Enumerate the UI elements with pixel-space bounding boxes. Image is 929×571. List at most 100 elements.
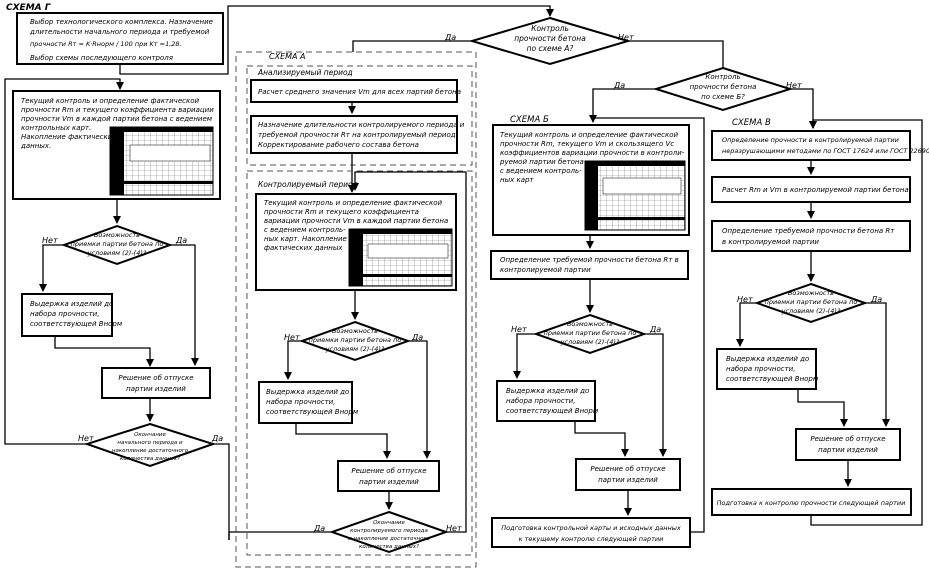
scheme-v-d1-yes: Да xyxy=(870,295,882,304)
scheme-g-box2-line1: Текущий контроль и определение фактическ… xyxy=(21,97,199,105)
decision-scheme-b-yes: Да xyxy=(613,81,625,90)
scheme-v-box3-line2: в контролируемой партии xyxy=(722,238,819,246)
scheme-a-d2-line2: контролируемого периода xyxy=(350,528,428,534)
scheme-a-box-release xyxy=(337,460,440,492)
scheme-b-box1-line5: с ведением контроль- xyxy=(500,167,582,175)
scheme-b-box1-line3: коэффициентов вариации прочности в контр… xyxy=(500,149,685,157)
scheme-v-d1-line3: условиям (2)-(4)? xyxy=(781,307,841,315)
scheme-g-box3-line1: Выдержка изделий до xyxy=(30,300,113,308)
scheme-g-box-selection xyxy=(16,12,224,65)
connector-b-no xyxy=(790,88,817,129)
scheme-b-decision-acceptance xyxy=(532,313,648,355)
scheme-a-box3-line5: ных карт. Накопление xyxy=(264,235,347,243)
scheme-g-d1-yes: Да xyxy=(175,236,187,245)
scheme-g-d1-line3: условиям (2)-(4)? xyxy=(87,249,147,257)
scheme-v-box6-line1: Подготовка к контролю прочности следующе… xyxy=(717,499,906,507)
scheme-b-box-release xyxy=(575,458,681,491)
scheme-a-decision-acceptance xyxy=(299,320,411,362)
connector-b-d1-no xyxy=(513,333,536,379)
scheme-a-container xyxy=(235,51,477,568)
scheme-g-box2-line6: данных. xyxy=(20,142,51,150)
scheme-g-box-hold xyxy=(21,293,113,337)
connector-b-loop xyxy=(589,115,705,533)
scheme-a-box3-line2: прочности Rm и текущего коэффициента xyxy=(264,208,419,216)
control-chart-thumbnail-g xyxy=(109,126,214,196)
scheme-b-box4-line2: партии изделий xyxy=(598,476,658,484)
scheme-b-d1-yes: Да xyxy=(649,325,661,334)
connector-g-d2-yes xyxy=(213,443,230,540)
scheme-v-box5-line1: Решение об отпуске xyxy=(810,435,885,443)
connector-top-yes xyxy=(352,40,472,52)
scheme-g-title: СХЕМА Г xyxy=(6,3,52,13)
scheme-v-decision-acceptance xyxy=(753,282,869,324)
scheme-v-box-hold xyxy=(716,348,817,390)
connector-g-d1-no xyxy=(39,244,64,292)
scheme-g-d2-line4: количества данных? xyxy=(120,456,180,462)
scheme-b-box3-line3: соответствующей Bнорм xyxy=(506,407,599,415)
control-chart-thumbnail-a xyxy=(348,228,453,287)
scheme-a-box2-line1: Назначение длительности контролируемого … xyxy=(258,121,465,129)
scheme-a-control-period xyxy=(246,170,473,556)
scheme-g-box-release xyxy=(101,367,211,399)
connector-a-d2-yes xyxy=(228,531,332,540)
scheme-g-d2-line1: Окончание xyxy=(134,432,166,438)
connector-g-d1-yes xyxy=(170,244,199,366)
scheme-v-d1-line1: Возможность xyxy=(788,289,834,297)
decision-scheme-a-no: Нет xyxy=(618,33,634,42)
scheme-a-d2-line3: и накопление достаточного xyxy=(348,536,430,542)
scheme-a-analysis-label: Анализируемый период xyxy=(257,68,353,77)
connector-b-box3 xyxy=(574,421,629,457)
decision-scheme-a-yes: Да xyxy=(444,33,456,42)
scheme-g-decision-acceptance xyxy=(61,224,173,266)
scheme-v-d1-no: Нет xyxy=(737,295,753,304)
scheme-a-box-mean xyxy=(250,79,458,103)
scheme-g-box3-line2: набора прочности, xyxy=(30,310,99,318)
scheme-b-box1-line1: Текущий контроль и определение фактическ… xyxy=(500,131,678,139)
scheme-b-d1-line2: приемки партии бетона по xyxy=(544,329,637,337)
connector-a-d1-no xyxy=(284,340,302,380)
scheme-a-box2-line3: Корректирование рабочего состава бетона xyxy=(258,141,419,149)
scheme-v-box4-line2: набора прочности, xyxy=(726,365,795,373)
scheme-g-d1-line2: приемки партии бетона по xyxy=(71,240,164,248)
scheme-g-box4-line2: партии изделий xyxy=(126,385,186,393)
scheme-b-box1-line4: руемой партии бетона xyxy=(499,158,584,166)
scheme-a-decision-end xyxy=(328,510,450,554)
decision-scheme-b-line1: Контроль xyxy=(705,73,740,81)
scheme-g-d2-no: Нет xyxy=(78,434,94,443)
scheme-a-d1-line3: условиям (2)-(4)? xyxy=(325,345,385,353)
connector-v-box4 xyxy=(797,389,848,427)
scheme-g-d2-line3: накопление достаточного xyxy=(112,448,189,454)
scheme-v-box4-line3: соответствующей Bнорм xyxy=(726,375,819,383)
scheme-g-d2-line2: начального периода и xyxy=(117,440,183,446)
scheme-v-box3-line1: Определение требуемой прочности бетона R… xyxy=(722,227,895,235)
scheme-v-box1-line1: Определение прочности в контролируемой п… xyxy=(722,136,899,144)
scheme-b-d1-no: Нет xyxy=(511,325,527,334)
scheme-a-d2-yes: Да xyxy=(313,524,325,533)
connector-a-d2-no xyxy=(351,171,467,533)
scheme-v-box5-line2: партии изделий xyxy=(818,446,878,454)
scheme-v-box2-line1: Расчет Rm и Vm в контролируемой партии б… xyxy=(722,186,909,194)
scheme-b-box4-line1: Решение об отпуске xyxy=(590,465,665,473)
scheme-v-box-prepare xyxy=(711,488,912,516)
scheme-v-box-release xyxy=(795,428,901,461)
scheme-g-box1-line4: Выбор схемы последующего контроля xyxy=(30,54,173,62)
scheme-a-analysis-period xyxy=(246,65,473,166)
scheme-b-box5-line2: к текущему контролю следующей партии xyxy=(519,535,664,543)
scheme-a-box3-line3: вариации прочности Vm в каждой партии бе… xyxy=(264,217,448,225)
scheme-b-box2-line1: Определение требуемой прочности бетона R… xyxy=(500,256,679,264)
decision-scheme-a-line3: по схеме А? xyxy=(527,44,574,53)
connector-b-yes xyxy=(592,88,656,120)
scheme-a-box-hold xyxy=(258,381,353,424)
connector-a-d1-yes xyxy=(408,340,431,459)
decision-scheme-a-line2: прочности бетона xyxy=(514,34,586,43)
scheme-g-decision-end xyxy=(83,422,217,468)
scheme-a-box3-line6: фактических данных xyxy=(264,244,343,252)
decision-scheme-b-no: Нет xyxy=(786,81,802,90)
scheme-b-box1-line2: прочности Rm, текущего Vm и скользящего … xyxy=(500,140,674,148)
scheme-a-box4-line3: соответствующей Bнорм xyxy=(266,408,359,416)
scheme-b-box3-line2: набора прочности, xyxy=(506,397,575,405)
scheme-a-d2-line1: Окончание xyxy=(373,520,405,526)
scheme-g-box1-line3: прочности Rт = K·Rнорм / 100 при Kт =1,2… xyxy=(30,40,182,48)
connector-g-to-top xyxy=(119,5,554,75)
